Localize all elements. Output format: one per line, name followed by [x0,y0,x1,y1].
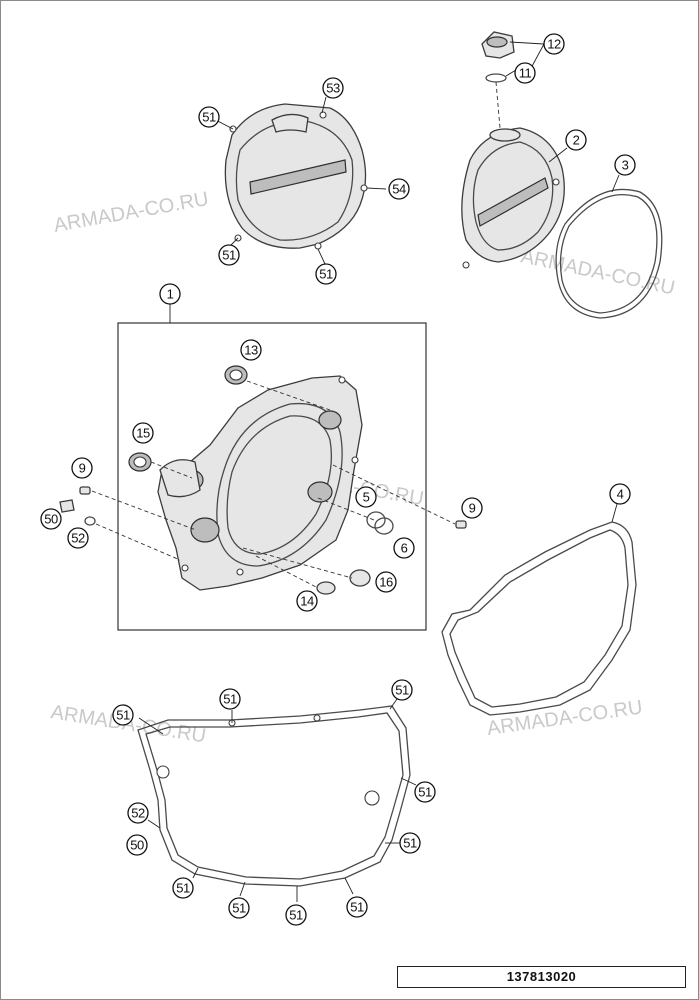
callout-51-gasket-right: 51 [414,781,436,803]
cover-o-ring-inner-edge [559,193,658,314]
svg-text:51: 51 [232,901,246,916]
svg-text:14: 14 [300,594,314,609]
callout-11: 11 [514,62,536,84]
callout-1: 1 [159,283,181,305]
svg-text:54: 54 [392,182,406,197]
gasket-4 [441,521,637,716]
svg-text:16: 16 [379,575,393,590]
clutch-cover-with-cap [461,31,565,269]
svg-text:52: 52 [71,531,85,546]
watermark-top-right: ARMADA-CO.RU [519,245,677,299]
svg-text:6: 6 [401,541,408,556]
svg-text:51: 51 [176,881,190,896]
callout-16: 16 [375,571,397,593]
svg-text:51: 51 [202,110,216,125]
svg-text:12: 12 [547,37,561,52]
screw-9-right [455,520,467,529]
callout-51-cover-bottom-right: 51 [315,263,337,285]
seal-ring-13-bore [229,369,243,381]
callout-51-gasket-bottom-2: 51 [228,897,250,919]
ring-5 [366,511,386,529]
plug-50 [59,499,75,513]
svg-text:51: 51 [116,708,130,723]
screw-9-left [79,486,91,495]
callout-13: 13 [240,339,262,361]
callout-53: 53 [322,77,344,99]
callout-51-gasket-top-right: 51 [391,679,413,701]
svg-text:51: 51 [403,836,417,851]
callout-51-gasket-top: 51 [219,688,241,710]
callout-15: 15 [132,422,154,444]
reference-number-box: 137813020 [397,966,686,988]
callout-12: 12 [543,33,565,55]
callout-51-gasket-bottom-3: 51 [285,904,307,926]
svg-text:53: 53 [326,81,340,96]
bushing-14 [316,581,336,595]
svg-text:11: 11 [519,66,532,81]
callout-51-gasket-left: 51 [112,704,134,726]
svg-text:51: 51 [319,267,333,282]
callout-50-lower: 50 [126,834,148,856]
svg-text:50: 50 [130,838,144,853]
svg-text:4: 4 [617,487,624,502]
svg-text:51: 51 [395,683,409,698]
callout-14: 14 [296,590,318,612]
bushing-16 [349,569,371,587]
callout-3: 3 [614,154,636,176]
svg-text:15: 15 [136,426,150,441]
callout-5: 5 [355,486,377,508]
callout-4: 4 [609,483,631,505]
svg-text:52: 52 [131,806,145,821]
callout-52-upper: 52 [67,527,89,549]
ring-6 [374,517,394,535]
svg-text:51: 51 [418,785,432,800]
callout-50-upper: 50 [40,508,62,530]
callout-51-gasket-lower-right: 51 [399,832,421,854]
callout-9-left: 9 [71,457,93,479]
seal-ring-15-bore [133,456,147,468]
outer-clutch-cover [224,103,368,250]
callout-2: 2 [565,129,587,151]
callout-51-cover-bottom-left: 51 [218,244,240,266]
svg-text:51: 51 [222,248,236,263]
clutch-housing-cover [157,375,363,591]
washer-52 [84,516,96,526]
callout-6: 6 [393,537,415,559]
svg-text:1: 1 [167,287,174,302]
svg-text:51: 51 [289,908,303,923]
callout-52-lower: 52 [127,802,149,824]
svg-text:2: 2 [573,133,580,148]
callout-51-gasket-bottom-4: 51 [346,896,368,918]
svg-text:51: 51 [350,900,364,915]
svg-text:9: 9 [79,461,86,476]
svg-text:5: 5 [363,490,370,505]
kit-box [117,322,427,631]
gasket-bottom [137,705,411,887]
svg-text:13: 13 [244,343,258,358]
svg-text:3: 3 [622,158,629,173]
svg-text:50: 50 [44,512,58,527]
watermark-top-left: ARMADA-CO.RU [52,188,210,237]
callout-51-gasket-bottom-1: 51 [172,877,194,899]
callout-54: 54 [388,178,410,200]
svg-text:51: 51 [223,692,237,707]
cover-o-ring [555,188,663,319]
callout-9-right: 9 [461,497,483,519]
callout-51-cover-top-left: 51 [198,106,220,128]
svg-text:9: 9 [469,501,476,516]
